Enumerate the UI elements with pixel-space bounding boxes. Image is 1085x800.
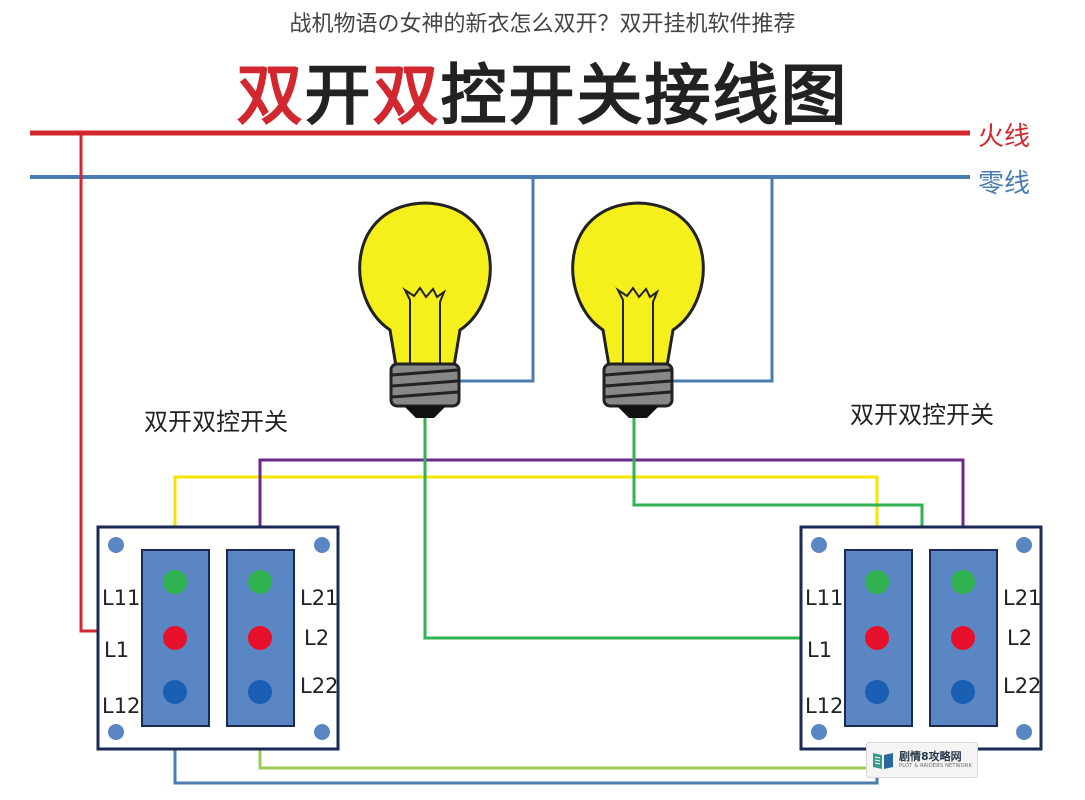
terminal-label-l21: L21	[1003, 586, 1042, 610]
purple-traveler-wire	[258, 458, 965, 582]
terminal-label-l21: L21	[300, 586, 339, 610]
screw-hole	[314, 537, 330, 553]
title-part-3: 双	[372, 57, 441, 134]
terminal-label-l2: L2	[1007, 626, 1033, 650]
left-switch-title: 双开双控开关	[144, 408, 288, 436]
terminal-l1	[163, 626, 187, 650]
right-switch-title: 双开双控开关	[850, 401, 994, 429]
screw-hole	[108, 724, 124, 740]
terminal-label-l12: L12	[102, 694, 141, 718]
terminal-label-l1: L1	[104, 638, 130, 662]
neutral-drop-bulb-2	[645, 177, 774, 383]
watermark-subtitle: PLOT & RAIDERS NETWORK	[899, 763, 973, 769]
screw-hole	[811, 724, 827, 740]
watermark-title: 剧情8攻略网	[899, 750, 962, 763]
book-logo-icon	[873, 753, 893, 769]
live-wire-label: 火线	[978, 122, 1031, 152]
terminal-label-l12: L12	[805, 694, 844, 718]
terminal-label-l1: L1	[807, 638, 833, 662]
title-part-2: 开	[304, 57, 373, 134]
terminal-l11	[163, 570, 187, 594]
terminal-l2	[951, 626, 975, 650]
terminal-l2	[248, 626, 272, 650]
site-watermark: 剧情8攻略网 PLOT & RAIDERS NETWORK	[866, 742, 978, 778]
terminal-l12	[865, 680, 889, 704]
terminal-l22	[248, 680, 272, 704]
terminal-l22	[951, 680, 975, 704]
neutral-wire-label: 零线	[978, 169, 1031, 199]
terminal-l21	[951, 570, 975, 594]
terminal-label-l11: L11	[805, 586, 844, 610]
screw-hole	[1016, 537, 1032, 553]
terminal-l21	[248, 570, 272, 594]
terminal-label-l22: L22	[1003, 674, 1042, 698]
title-part-4: 控开关接线图	[440, 57, 849, 134]
light-bulb-icon	[571, 201, 705, 418]
light-bulb-icon	[358, 201, 492, 418]
terminal-l1	[865, 626, 889, 650]
terminal-label-l11: L11	[102, 586, 141, 610]
terminal-label-l22: L22	[300, 674, 339, 698]
terminal-l11	[865, 570, 889, 594]
green-wire-bulb-1	[423, 418, 877, 640]
diagram-title: 双开双控开关接线图	[0, 42, 1085, 138]
screw-hole	[1016, 724, 1032, 740]
screw-hole	[314, 724, 330, 740]
screw-hole	[811, 537, 827, 553]
neutral-drop-bulb-1	[432, 177, 535, 383]
page-caption: 战机物语の女神的新衣怎么双开？双开挂机软件推荐	[289, 12, 796, 37]
terminal-l12	[163, 680, 187, 704]
terminal-label-l2: L2	[304, 626, 330, 650]
title-part-1: 双	[236, 57, 305, 134]
left-switch-plate	[96, 525, 340, 751]
screw-hole	[108, 537, 124, 553]
